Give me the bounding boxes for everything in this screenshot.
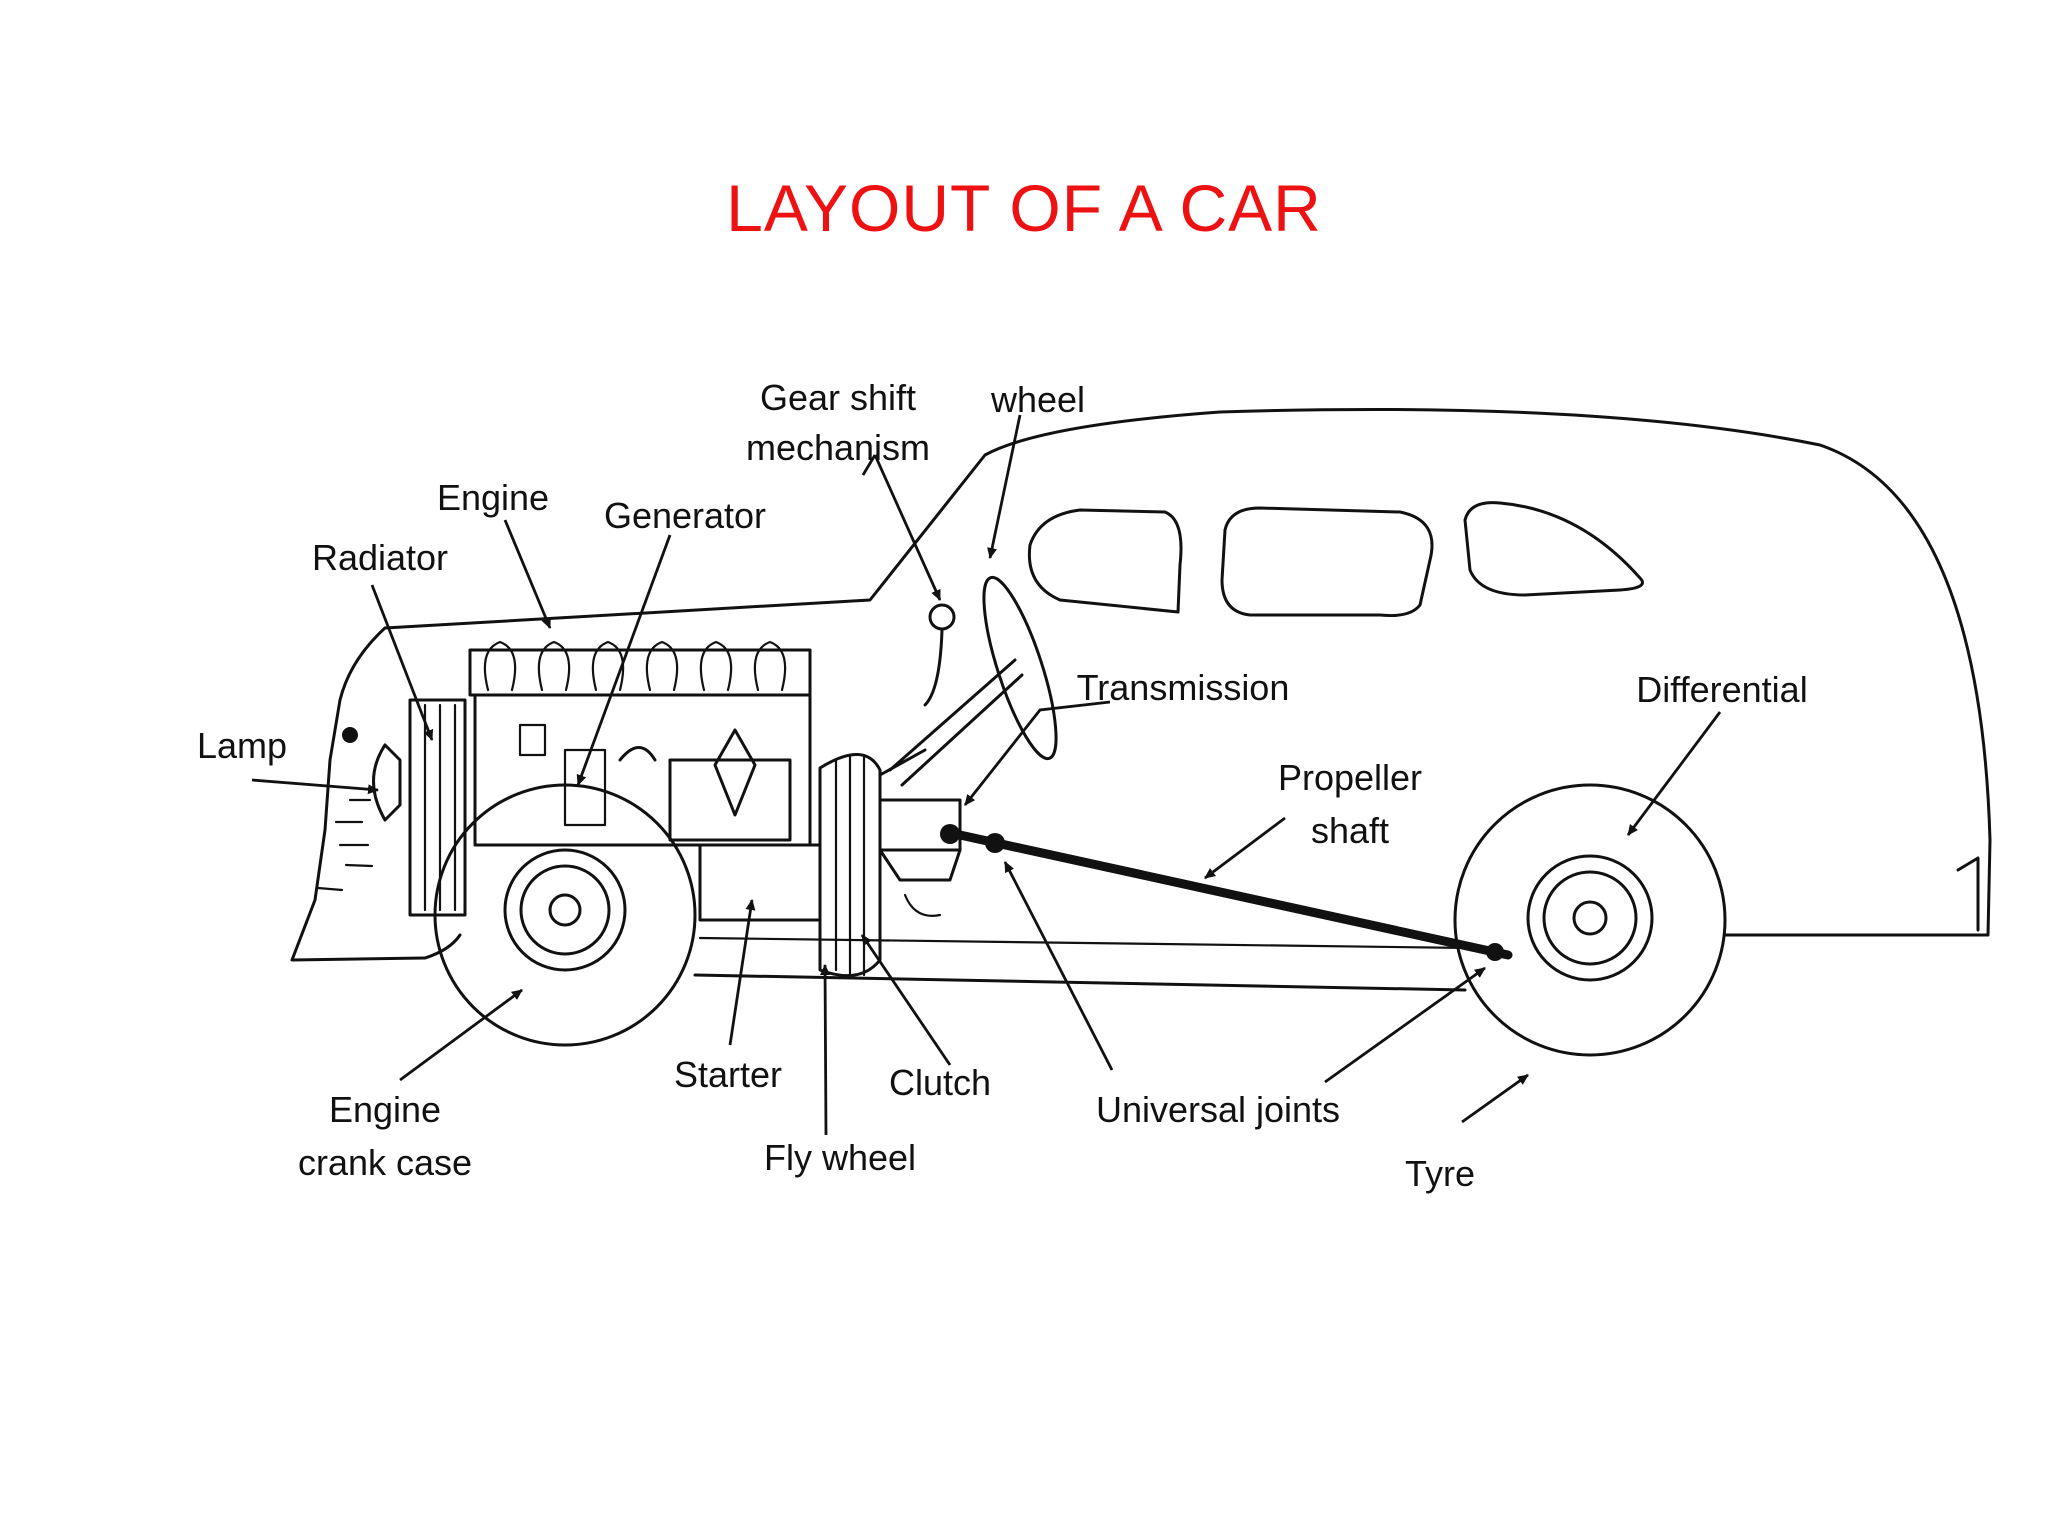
- pointer-lamp: [251, 778, 379, 795]
- label-engine: Engine: [437, 477, 549, 518]
- label-starter: Starter: [674, 1054, 782, 1095]
- drivetrain: [940, 824, 1513, 961]
- leader-lines: [251, 414, 1722, 1136]
- label-wheel: wheel: [990, 379, 1085, 420]
- engine-cylinders: [483, 640, 787, 692]
- pointer-clutch: [860, 934, 952, 1066]
- labels: Gear shift mechanism wheel Engine Genera…: [197, 377, 1808, 1194]
- flywheel-clutch: [818, 753, 962, 978]
- label-generator: Generator: [604, 495, 766, 536]
- pointer-wheel: [987, 414, 1022, 559]
- steering: [878, 575, 1058, 787]
- label-radiator: Radiator: [312, 537, 448, 578]
- pointer-differential: [1626, 711, 1722, 836]
- label-fly-wheel: Fly wheel: [764, 1137, 916, 1178]
- label-engine-crank-case-line2: crank case: [298, 1142, 472, 1183]
- front-end: [316, 698, 467, 917]
- pointer-radiator: [370, 584, 434, 741]
- label-universal-joints: Universal joints: [1096, 1089, 1340, 1130]
- label-clutch: Clutch: [889, 1062, 991, 1103]
- engine-block: [468, 640, 822, 922]
- radiator-shape: [408, 698, 467, 917]
- label-propeller-line2: shaft: [1311, 810, 1389, 851]
- front-window: [1027, 508, 1183, 614]
- label-propeller-line1: Propeller: [1278, 757, 1422, 798]
- page-title: LAYOUT OF A CAR: [726, 171, 1322, 245]
- pointer-universal-joint-rear: [1324, 966, 1486, 1084]
- pointer-engine-crank-case: [399, 988, 523, 1082]
- pointer-propeller: [1204, 816, 1286, 880]
- pointer-tyre: [1461, 1073, 1529, 1124]
- rear-wheel: [1453, 783, 1727, 1057]
- middle-window: [1220, 506, 1434, 617]
- propeller-shaft: [955, 830, 1513, 960]
- pointer-engine: [503, 519, 552, 629]
- car-windows: [1027, 501, 1644, 617]
- pointer-starter: [728, 899, 756, 1046]
- pointer-fly-wheel: [820, 964, 831, 1136]
- label-lamp: Lamp: [197, 725, 287, 766]
- car-body: [290, 407, 1992, 992]
- label-engine-crank-case-line1: Engine: [329, 1089, 441, 1130]
- label-tyre: Tyre: [1405, 1153, 1475, 1194]
- rear-window: [1463, 501, 1644, 597]
- label-gear-shift-line2: mechanism: [746, 427, 930, 468]
- pointer-transmission: [963, 700, 1111, 806]
- pointer-generator: [576, 534, 672, 786]
- front-wheel: [433, 783, 697, 1047]
- lamp-shape: [372, 743, 387, 822]
- label-transmission: Transmission: [1077, 667, 1290, 708]
- pointer-gear-shift: [873, 454, 942, 601]
- label-gear-shift-line1: Gear shift: [760, 377, 916, 418]
- label-differential: Differential: [1636, 669, 1807, 710]
- gear-knob: [928, 603, 956, 631]
- pointer-universal-joint-front: [1003, 861, 1114, 1071]
